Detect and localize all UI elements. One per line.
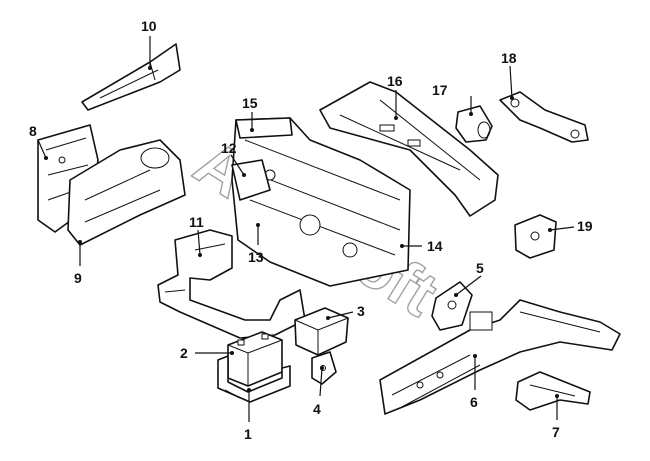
callout-12: 12: [221, 140, 246, 177]
svg-text:2: 2: [180, 345, 188, 361]
part-12-upper-dash: [231, 159, 271, 201]
part-15-cowl-top: [235, 117, 293, 139]
svg-text:4: 4: [313, 401, 321, 417]
part-14-dash-panel: [231, 117, 411, 287]
svg-text:16: 16: [387, 73, 403, 89]
part-2-battery: [227, 331, 283, 387]
part-1-battery-tray: [217, 355, 291, 403]
part-16-cowl-panel: [319, 81, 499, 217]
svg-text:7: 7: [552, 424, 560, 440]
callout-9: 9: [74, 240, 82, 286]
callout-3: 3: [326, 303, 365, 320]
part-9-wheel-house: [67, 139, 186, 246]
callout-10: 10: [141, 18, 157, 70]
svg-text:6: 6: [470, 394, 478, 410]
callout-18: 18: [501, 50, 517, 100]
svg-text:15: 15: [242, 95, 258, 111]
svg-text:13: 13: [248, 249, 264, 265]
part-11-suspension-member: [157, 229, 306, 339]
svg-text:19: 19: [577, 218, 593, 234]
svg-text:17: 17: [432, 82, 448, 98]
callout-14: 14: [400, 238, 443, 254]
part-5-bracket: [431, 281, 473, 331]
part-7-reinforcement: [515, 371, 591, 411]
callout-2: 2: [180, 345, 234, 361]
svg-text:12: 12: [221, 140, 237, 156]
svg-text:18: 18: [501, 50, 517, 66]
part-18-wiper-linkage: [499, 91, 589, 143]
callout-1: 1: [244, 388, 252, 442]
part-3-bracket: [294, 307, 349, 356]
callout-17: 17: [432, 82, 473, 116]
callout-15: 15: [242, 95, 258, 132]
svg-text:11: 11: [189, 214, 204, 230]
callout-4: 4: [313, 366, 324, 417]
svg-text:10: 10: [141, 18, 157, 34]
callout-16: 16: [387, 73, 403, 120]
svg-text:9: 9: [74, 270, 82, 286]
part-6-side-member: [379, 299, 621, 415]
svg-text:5: 5: [476, 260, 484, 276]
svg-text:8: 8: [29, 123, 37, 139]
callout-8: 8: [29, 123, 48, 160]
svg-text:3: 3: [357, 303, 365, 319]
part-19-mount-bracket: [514, 214, 557, 259]
callout-11: 11: [189, 214, 204, 257]
callout-6: 6: [470, 354, 478, 410]
callout-19: 19: [548, 218, 593, 234]
part-10-upper-rail: [81, 43, 181, 111]
callout-13: 13: [248, 223, 264, 265]
callout-5: 5: [454, 260, 484, 297]
svg-text:1: 1: [244, 426, 252, 442]
svg-text:14: 14: [427, 238, 443, 254]
callout-7: 7: [552, 394, 560, 440]
part-17-wiper-motor: [455, 105, 493, 143]
